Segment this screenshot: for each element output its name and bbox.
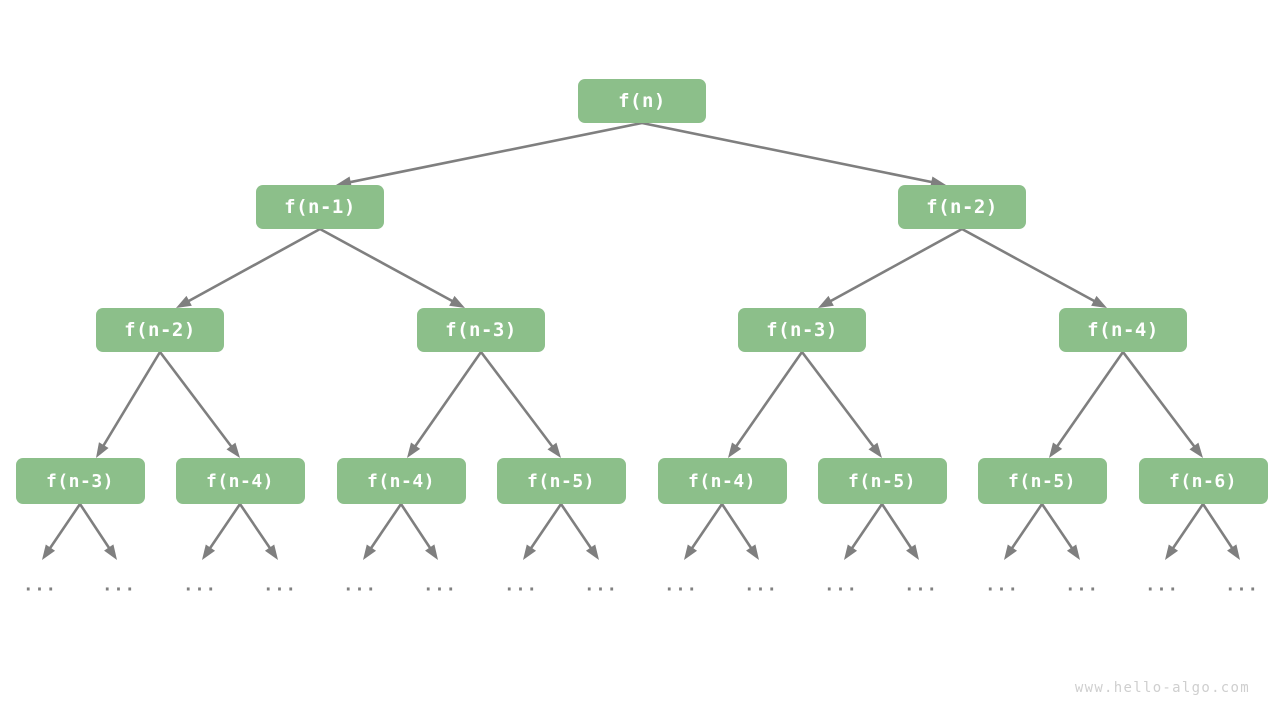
tree-node-label: f(n-2) — [926, 196, 998, 218]
tree-node-label: f(n-1) — [284, 196, 356, 218]
tree-node[interactable]: f(n-5) — [977, 458, 1107, 504]
ellipsis-leaf: ... — [824, 575, 858, 596]
tree-edge-arrow — [399, 503, 438, 560]
ellipsis-leaf: ... — [1145, 575, 1179, 596]
watermark: www.hello-algo.com — [1074, 680, 1250, 696]
tree-edge-arrow — [1004, 503, 1044, 560]
ellipsis-leaf: ... — [744, 575, 778, 596]
tree-edge-arrow — [559, 503, 599, 560]
tree-edge-arrow — [202, 503, 242, 560]
tree-edge-arrow — [728, 351, 804, 458]
tree-node-label: f(n-2) — [124, 319, 196, 341]
ellipsis-leaf: ... — [584, 575, 618, 596]
tree-edge-arrow — [1165, 503, 1205, 560]
tree-node[interactable]: f(n) — [578, 79, 706, 123]
ellipsis-leaf: ... — [504, 575, 538, 596]
tree-edge-arrow — [158, 351, 240, 458]
ellipsis-leaf: ... — [263, 575, 297, 596]
tree-node-label: f(n-4) — [366, 470, 436, 492]
tree-node-label: f(n-5) — [526, 470, 596, 492]
ellipsis-leaf: ... — [102, 575, 136, 596]
tree-node[interactable]: f(n-3) — [15, 458, 145, 504]
ellipsis-leaf: ... — [1225, 575, 1259, 596]
ellipsis-leaf: ... — [183, 575, 217, 596]
tree-edge-arrow — [42, 503, 82, 560]
tree-edge-arrow — [78, 503, 117, 560]
tree-node[interactable]: f(n-4) — [336, 458, 466, 504]
ellipsis-leaf: ... — [343, 575, 377, 596]
tree-edge-arrow — [1201, 503, 1240, 560]
tree-edge-arrow — [1049, 351, 1125, 458]
tree-node-label: f(n-6) — [1168, 470, 1238, 492]
tree-node-label: f(n) — [618, 90, 666, 112]
tree-node[interactable]: f(n-4) — [1059, 308, 1187, 352]
ellipsis-leaf: ... — [664, 575, 698, 596]
tree-edge-arrow — [523, 503, 563, 560]
tree-edge-arrow — [684, 503, 724, 560]
tree-edge-arrow — [818, 227, 963, 308]
tree-edge-arrow — [1121, 351, 1203, 458]
tree-edge-arrow — [176, 227, 321, 308]
tree-edge-arrow — [407, 351, 483, 458]
tree-edge-arrow — [363, 503, 403, 560]
tree-node[interactable]: f(n-1) — [256, 185, 384, 229]
tree-edge-arrow — [720, 503, 759, 560]
tree-node[interactable]: f(n-3) — [738, 308, 866, 352]
tree-edge-arrow — [800, 351, 882, 458]
tree-node-label: f(n-3) — [45, 470, 115, 492]
tree-node[interactable]: f(n-2) — [898, 185, 1026, 229]
tree-node[interactable]: f(n-3) — [417, 308, 545, 352]
tree-edge-arrow — [961, 227, 1107, 308]
tree-node-label: f(n-3) — [766, 319, 838, 341]
tree-edge-arrow — [238, 503, 278, 560]
ellipsis-leaf: ... — [23, 575, 57, 596]
ellipsis-leaf: ... — [985, 575, 1019, 596]
ellipsis-leaf: ... — [904, 575, 938, 596]
tree-node-label: f(n-4) — [687, 470, 757, 492]
tree-node[interactable]: f(n-5) — [817, 458, 947, 504]
tree-edge-arrow — [319, 227, 465, 308]
tree-node-label: f(n-4) — [1087, 319, 1159, 341]
tree-edge-arrow — [844, 503, 884, 560]
tree-edge-arrow — [96, 351, 162, 458]
tree-edge-arrow — [336, 121, 643, 188]
tree-edge-arrow — [479, 351, 561, 458]
tree-node[interactable]: f(n-4) — [657, 458, 787, 504]
ellipsis-leaf: ... — [423, 575, 457, 596]
tree-node[interactable]: f(n-5) — [496, 458, 626, 504]
tree-edge-arrow — [880, 503, 919, 560]
tree-node[interactable]: f(n-4) — [175, 458, 305, 504]
tree-node-label: f(n-5) — [847, 470, 917, 492]
tree-node-label: f(n-5) — [1007, 470, 1077, 492]
tree-node[interactable]: f(n-6) — [1138, 458, 1268, 504]
tree-edge-arrow — [641, 121, 946, 188]
tree-edge-arrow — [1040, 503, 1080, 560]
tree-node-label: f(n-3) — [445, 319, 517, 341]
ellipsis-leaf: ... — [1065, 575, 1099, 596]
tree-node-label: f(n-4) — [205, 470, 275, 492]
tree-node[interactable]: f(n-2) — [96, 308, 224, 352]
